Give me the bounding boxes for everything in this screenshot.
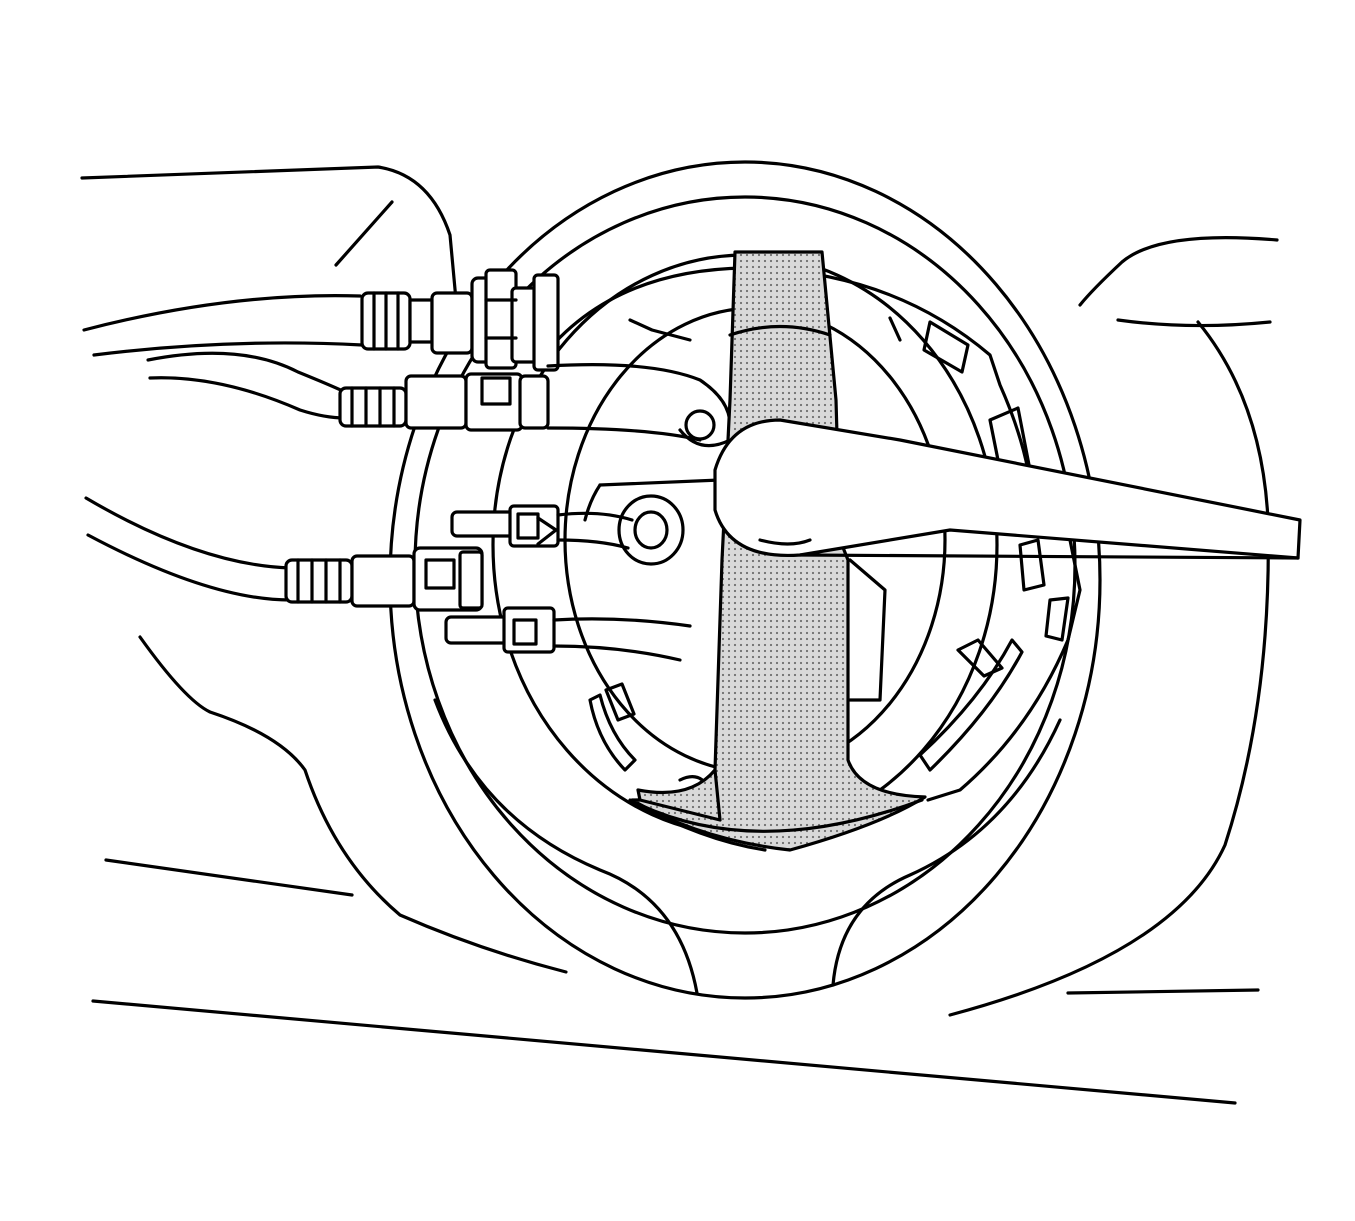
quick-connect-icon: [502, 606, 556, 654]
quick-connect-icon: [508, 504, 560, 548]
quick-connect-icon: [464, 372, 550, 432]
quick-connect-icon: [412, 546, 484, 612]
quick-connect-icon: [470, 268, 560, 372]
spanner-wrench-icon: [630, 250, 1302, 852]
fuel-line-icon: [82, 268, 732, 662]
